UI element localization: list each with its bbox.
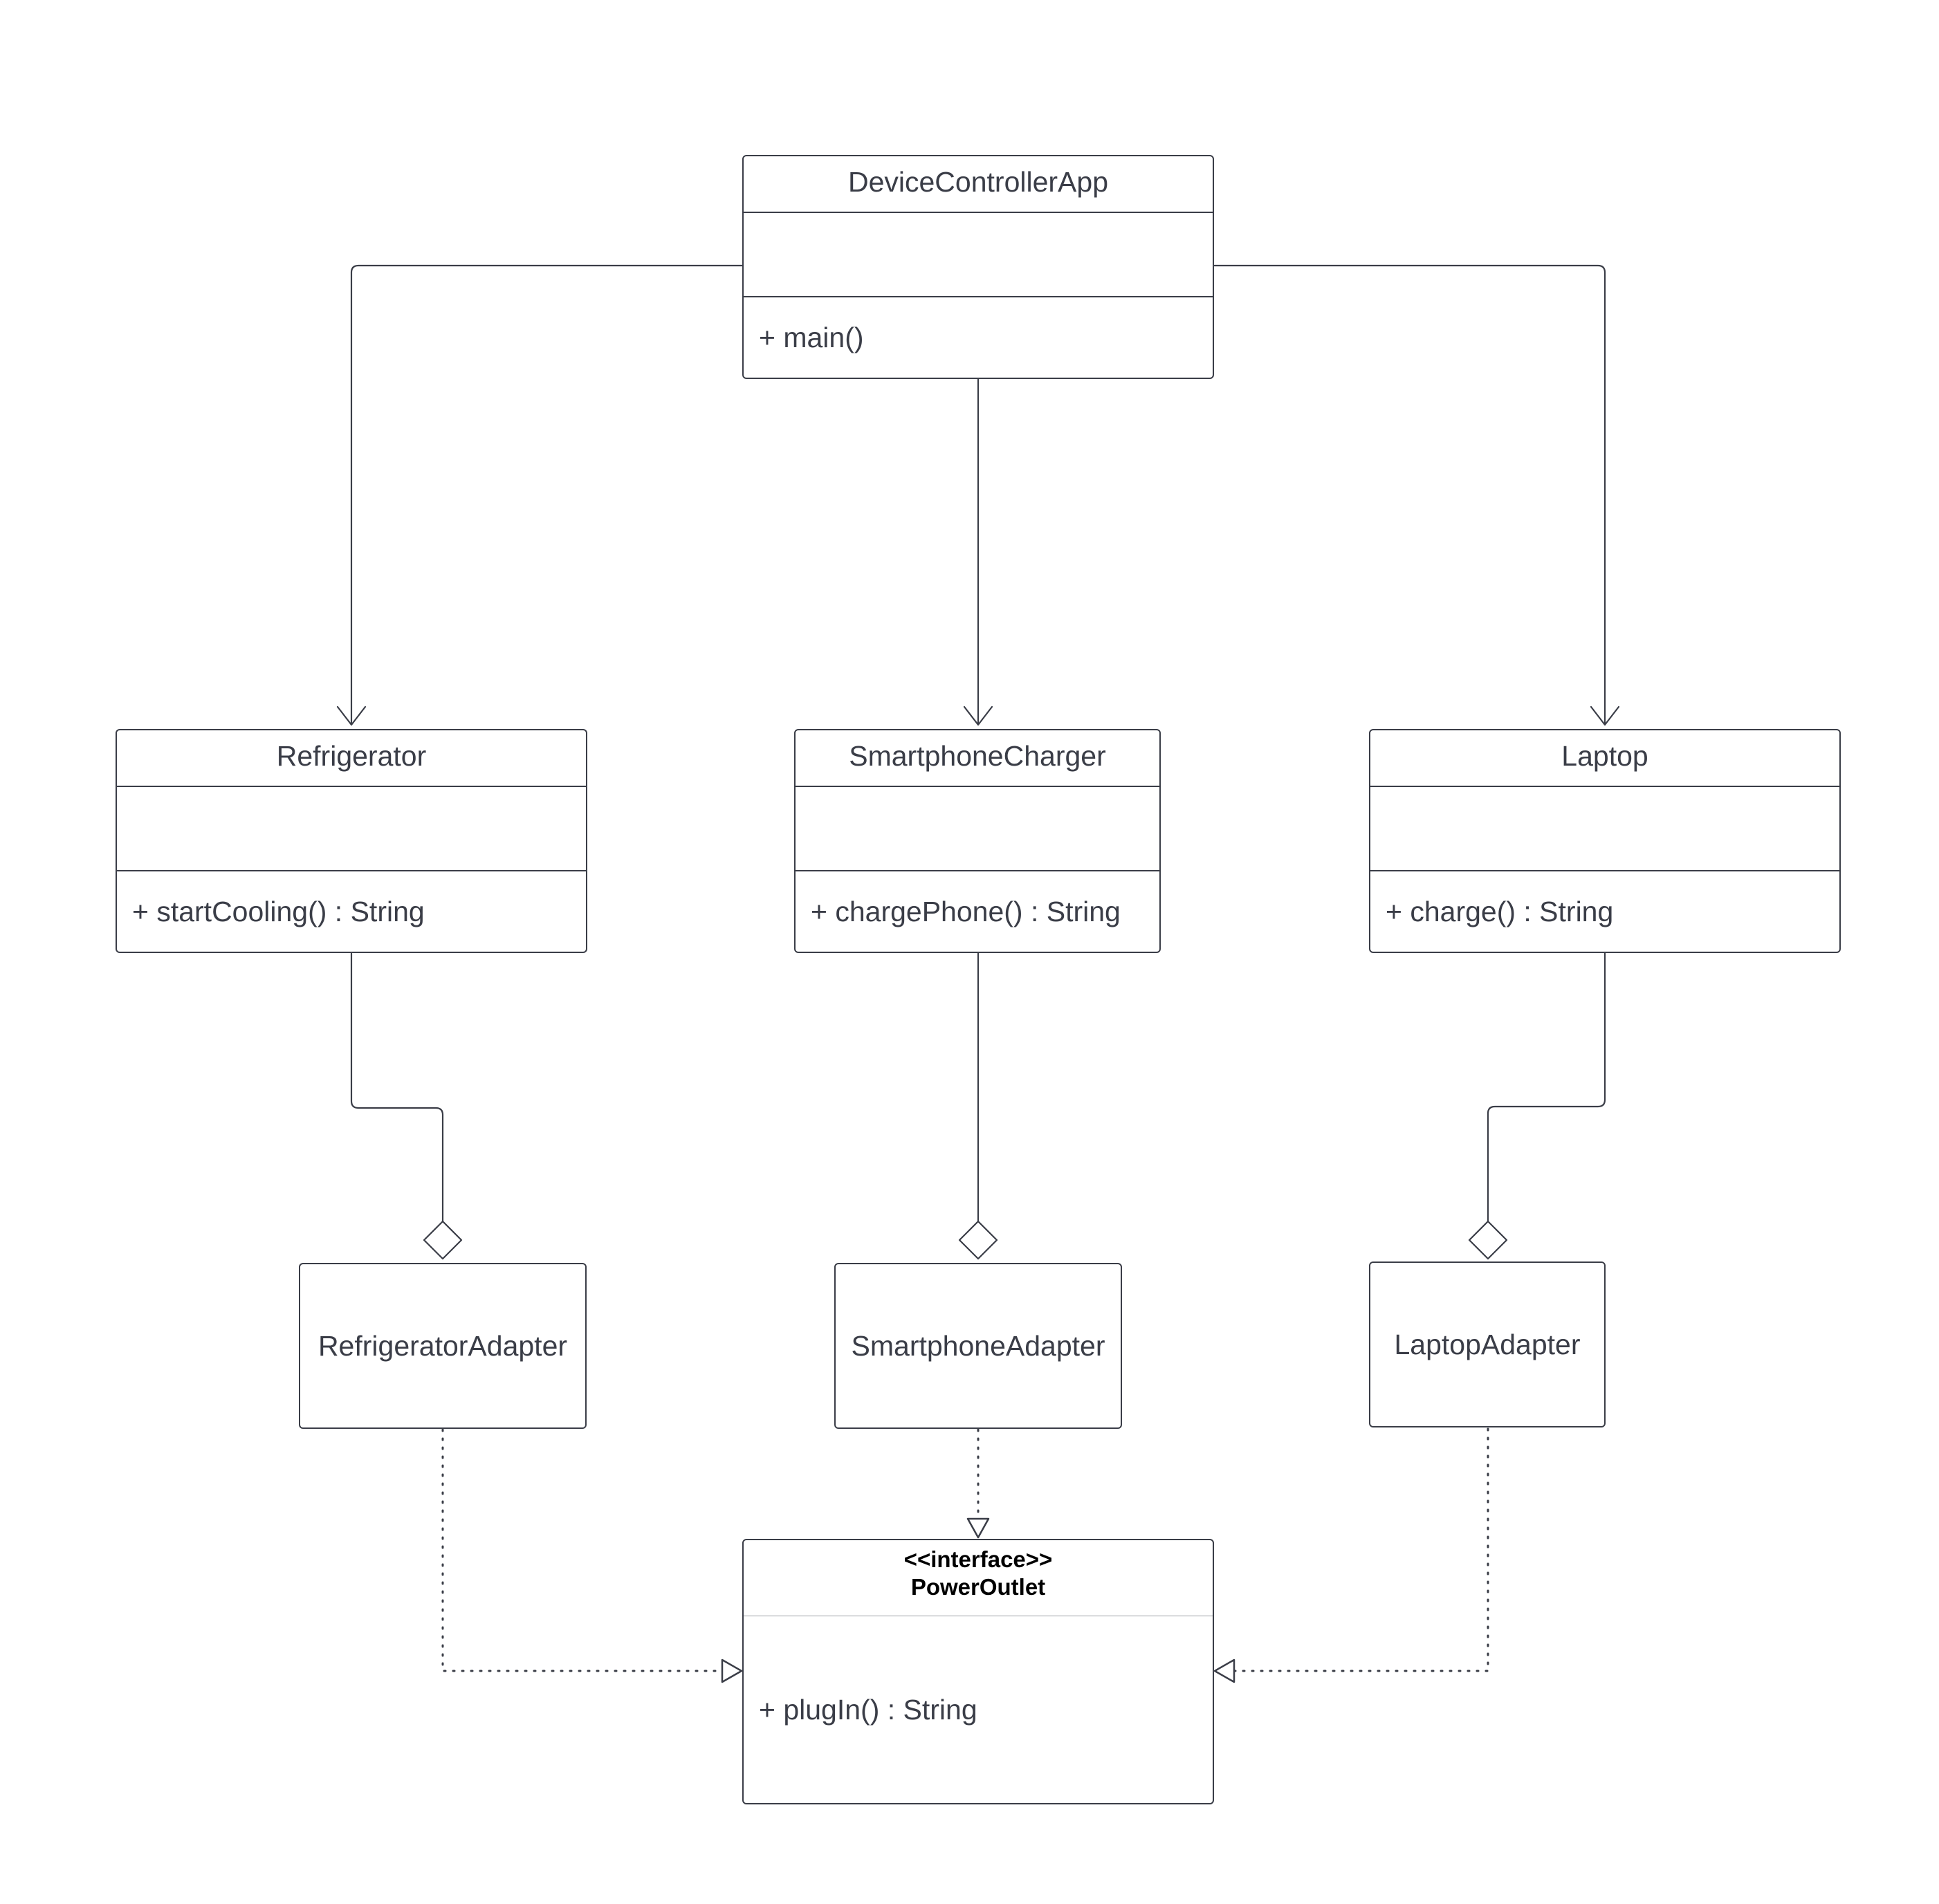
aggregation-diamond-laptop	[1468, 1220, 1508, 1260]
class-attributes	[1370, 787, 1839, 871]
class-methods: + main()	[759, 321, 864, 353]
aggregation-refrigerator-adapter	[350, 951, 444, 1223]
class-smartphone-adapter[interactable]: SmartphoneAdapter	[834, 1263, 1122, 1429]
class-name: Refrigerator	[117, 730, 586, 787]
class-methods: + chargePhone() : String	[811, 895, 1121, 927]
class-smartphone-charger[interactable]: SmartphoneCharger + chargePhone() : Stri…	[794, 729, 1161, 953]
arrowhead-laptop	[1590, 705, 1620, 726]
aggregation-diamond-smartphone	[958, 1220, 998, 1260]
interface-name: PowerOutlet	[910, 1574, 1046, 1600]
interface-header: <<interface>> PowerOutlet	[744, 1540, 1213, 1616]
class-attributes	[117, 787, 586, 871]
realization-triangle-left	[721, 1658, 743, 1683]
interface-power-outlet[interactable]: <<interface>> PowerOutlet + plugIn() : S…	[742, 1539, 1214, 1804]
class-name: Laptop	[1370, 730, 1839, 787]
realization-triangle-right	[1213, 1658, 1235, 1683]
realization-refrigeratoradapter-poweroutlet	[441, 1428, 724, 1672]
association-app-laptop	[1213, 264, 1606, 725]
class-laptop[interactable]: Laptop + charge() : String	[1369, 729, 1841, 953]
realization-triangle-top	[966, 1517, 990, 1539]
class-methods: + charge() : String	[1386, 895, 1614, 927]
arrowhead-smartphonecharger	[963, 705, 993, 726]
class-attributes	[744, 213, 1213, 297]
realization-laptopadapter-poweroutlet	[1233, 1427, 1489, 1672]
class-name: RefrigeratorAdapter	[318, 1329, 568, 1362]
class-name: SmartphoneCharger	[796, 730, 1159, 787]
class-refrigerator-adapter[interactable]: RefrigeratorAdapter	[299, 1263, 587, 1429]
interface-methods: + plugIn() : String	[759, 1693, 977, 1726]
class-refrigerator[interactable]: Refrigerator + startCooling() : String	[116, 729, 587, 953]
arrowhead-refrigerator	[336, 705, 367, 726]
class-name: SmartphoneAdapter	[851, 1329, 1105, 1362]
class-attributes	[796, 787, 1159, 871]
aggregation-diamond-refrigerator	[423, 1220, 463, 1260]
association-app-refrigerator	[350, 264, 744, 725]
class-name: DeviceControllerApp	[744, 156, 1213, 213]
class-name: LaptopAdapter	[1394, 1328, 1581, 1360]
aggregation-laptop-adapter	[1487, 951, 1606, 1223]
class-laptop-adapter[interactable]: LaptopAdapter	[1369, 1261, 1606, 1427]
interface-stereotype: <<interface>>	[903, 1546, 1053, 1572]
class-methods: + startCooling() : String	[132, 895, 425, 927]
class-device-controller-app[interactable]: DeviceControllerApp + main()	[742, 155, 1214, 379]
